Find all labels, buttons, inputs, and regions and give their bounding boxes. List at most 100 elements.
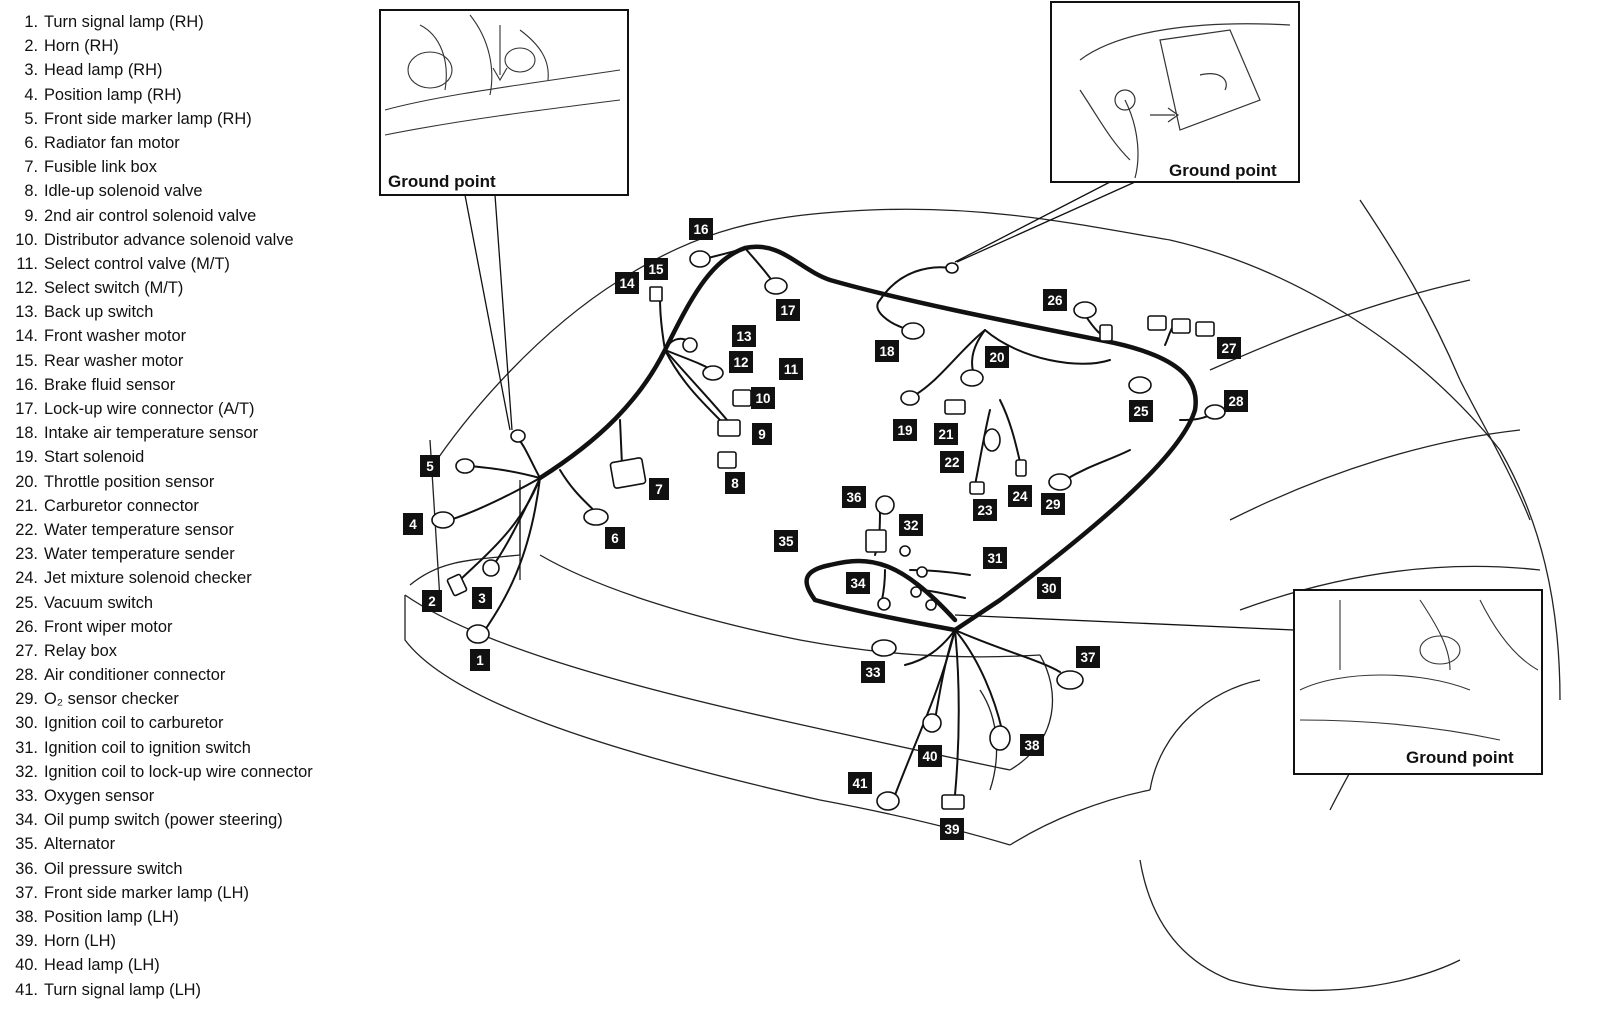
legend-item: 35.Alternator [8,832,388,856]
legend-item-number: 26. [15,617,38,636]
callout-number: 13 [736,329,752,344]
callout-number: 7 [655,482,663,497]
legend-item: 7.Fusible link box [8,155,388,179]
legend-item-label: Front side marker lamp (RH) [44,109,252,128]
legend-item-number: 16. [15,375,38,394]
callout-33: 33 [861,661,885,683]
legend-item-number: 27. [15,641,38,660]
legend-item-number: 23. [15,545,38,564]
ground-point-label: Ground point [1406,748,1514,767]
callout-17: 17 [776,299,800,321]
callout-number: 9 [758,427,766,442]
callout-4: 4 [403,513,423,535]
callout-40: 40 [918,745,942,767]
legend-item-label: Start solenoid [44,448,145,467]
callout-20: 20 [985,346,1009,368]
legend-item: 41.Turn signal lamp (LH) [8,978,388,1002]
legend-item: 19. Start solenoid [8,445,388,469]
callout-number: 15 [648,262,664,277]
legend-item-label: Radiator fan motor [44,133,180,152]
legend-item-label: Alternator [44,835,116,854]
legend-item: 8.Idle-up solenoid valve [8,179,388,203]
legend-item-number: 19. [15,448,38,467]
callout-number: 6 [611,531,619,546]
legend-item: 37.Front side marker lamp (LH) [8,881,388,905]
legend-item: 9.2nd air control solenoid valve [8,204,388,228]
connectors [431,250,1226,811]
legend-item-label: Rear washer motor [44,351,184,370]
callout-27: 27 [1217,337,1241,359]
callout-9: 9 [752,423,772,445]
legend-item: 22.Water temperature sensor [8,518,388,542]
callout-number: 32 [903,518,918,533]
legend-item-label: Select control valve (M/T) [44,254,230,273]
legend-item-label: Carburetor connector [44,496,199,515]
callout-number: 37 [1080,650,1095,665]
legend-item-number: 41. [15,980,38,999]
legend-item: 27.Relay box [8,639,388,663]
legend-item: 20.Throttle position sensor [8,470,388,494]
callout-8: 8 [725,472,745,494]
legend-item-label: Water temperature sensor [44,520,234,539]
legend-item-label: Horn (LH) [44,932,116,951]
callout-5: 5 [420,455,440,477]
callout-number: 34 [850,576,866,591]
legend-item: 6.Radiator fan motor [8,131,388,155]
legend-item: 40.Head lamp (LH) [8,953,388,977]
callout-number: 2 [428,594,436,609]
legend-item-label: Front wiper motor [44,617,173,636]
legend-item-number: 11. [16,254,38,273]
legend-item-label: Oil pressure switch [44,859,183,878]
callout-number: 24 [1012,489,1028,504]
callout-36: 36 [842,486,866,508]
callout-number: 1 [476,653,484,668]
callout-21: 21 [934,423,958,445]
legend-item: 29.O₂ sensor checker [8,687,388,711]
legend-item-number: 3. [24,61,38,80]
legend-item-label: Back up switch [44,303,154,322]
legend-item: 10.Distributor advance solenoid valve [8,228,388,252]
legend-item-number: 32. [15,762,38,781]
legend-item-number: 10. [15,230,38,249]
callout-29: 29 [1041,493,1065,515]
legend-item-number: 8. [24,182,38,201]
callout-number: 10 [755,391,770,406]
legend-item-number: 30. [15,714,38,733]
legend-item-label: Oil pump switch (power steering) [44,811,283,830]
callout-number: 21 [938,427,954,442]
callout-16: 16 [689,218,713,240]
callout-10: 10 [751,387,775,409]
ground-point-inset-1: Ground point [379,9,629,431]
callout-number: 35 [778,534,794,549]
callout-38: 38 [1020,734,1044,756]
legend-item: 26. Front wiper motor [8,615,388,639]
callout-number: 11 [784,362,799,377]
legend-item-number: 15. [15,351,38,370]
legend-item-number: 18. [15,424,38,443]
callout-6: 6 [605,527,625,549]
ground-point-label: Ground point [388,172,496,191]
callout-number: 40 [922,749,937,764]
legend-item-label: Air conditioner connector [44,666,226,685]
callout-number: 14 [619,276,635,291]
callout-22: 22 [940,451,964,473]
callout-number: 30 [1041,581,1056,596]
legend-item: 14.Front washer motor [8,324,388,348]
legend-item-label: Throttle position sensor [44,472,215,491]
legend-item-number: 2. [24,37,38,56]
legend-item-number: 21. [15,496,38,515]
callout-30: 30 [1037,577,1061,599]
callout-13: 13 [732,325,756,347]
ground-point-label: Ground point [1169,161,1277,180]
legend-item: 15. Rear washer motor [8,349,388,373]
legend-item-label: Head lamp (LH) [44,956,160,975]
callout-3: 3 [472,587,492,609]
callout-34: 34 [846,572,870,594]
callout-number: 38 [1024,738,1040,753]
legend-item-number: 34. [15,811,38,830]
legend-item-number: 31. [15,738,38,757]
legend-item: 16.Brake fluid sensor [8,373,388,397]
legend-item-number: 39. [15,932,38,951]
legend-item-number: 29. [15,690,38,709]
legend-item-number: 33. [15,787,38,805]
